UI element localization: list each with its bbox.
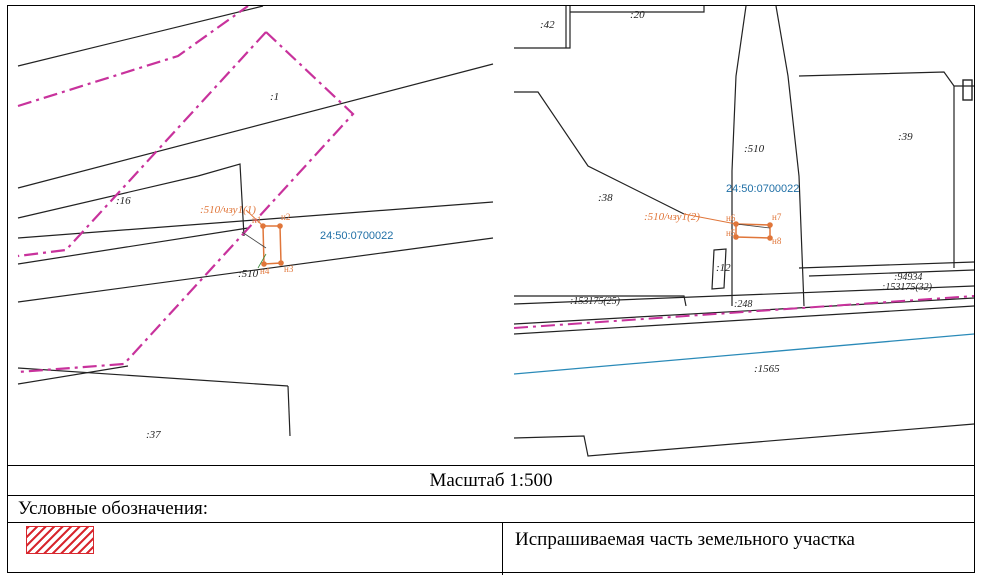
label-quarter: 24:50:0700022 <box>726 183 799 195</box>
label-p94934: :94934 <box>894 272 922 283</box>
legend-row: Испрашиваемая часть земельного участка <box>8 522 974 575</box>
label-p248: :248 <box>734 299 752 310</box>
boundary-dashed <box>514 295 974 329</box>
boundary-dashed <box>17 6 355 374</box>
point-n5 <box>733 234 739 240</box>
label-p1: :1 <box>270 91 279 103</box>
map-left-drawing: :1 :16 :37 :510 :510/чзу1(1) 24:50:07000… <box>17 6 494 441</box>
blue-line <box>514 333 974 375</box>
label-p37: :37 <box>146 429 161 441</box>
scale-text: Масштаб 1:500 <box>429 469 553 491</box>
legend-title-row: Условные обозначения: <box>8 495 974 522</box>
label-zu: :510/чзу1(2) <box>644 211 700 223</box>
point-n8 <box>767 235 773 241</box>
legend-item-text: Испрашиваемая часть земельного участка <box>515 529 855 550</box>
label-p153175-25: :153175(25) <box>570 296 621 307</box>
label-quarter: 24:50:0700022 <box>320 230 393 242</box>
label-p38: :38 <box>598 192 613 204</box>
point-n6 <box>733 221 739 227</box>
map-right: :42 :20 :510 :39 :38 :12 :510/чзу1(2) 24… <box>514 6 974 465</box>
label-n3: н3 <box>284 264 294 274</box>
label-p153175-32: :153175(32) <box>882 282 933 293</box>
label-n5: н5 <box>726 228 736 238</box>
map-left: :1 :16 :37 :510 :510/чзу1(1) 24:50:07000… <box>8 6 498 465</box>
label-p39: :39 <box>898 131 913 143</box>
legend-symbol-cell <box>8 523 503 575</box>
label-n4: н4 <box>260 266 270 276</box>
red-hatch-swatch <box>26 526 94 554</box>
point-n1 <box>260 223 266 229</box>
label-p1565: :1565 <box>754 363 780 375</box>
legend-title: Условные обозначения: <box>18 498 209 519</box>
label-p510: :510 <box>744 143 765 155</box>
label-n2: н2 <box>281 212 290 222</box>
zu-polygon <box>241 209 284 269</box>
parcel-lines <box>17 6 494 437</box>
label-p510: :510 <box>238 268 259 280</box>
label-n6: н6 <box>726 213 736 223</box>
label-n7: н7 <box>772 212 782 222</box>
parcel-lines <box>514 6 974 457</box>
label-p20: :20 <box>630 9 645 21</box>
label-zu: :510/чзу1(1) <box>200 204 256 216</box>
point-n7 <box>767 222 773 228</box>
zu-polygon <box>683 213 773 241</box>
label-p16: :16 <box>116 195 131 207</box>
label-n1: н1 <box>252 215 261 225</box>
plan-frame: :1 :16 :37 :510 :510/чзу1(1) 24:50:07000… <box>7 5 975 575</box>
scale-row: Масштаб 1:500 <box>8 465 974 495</box>
point-n3 <box>278 260 284 266</box>
point-n2 <box>277 223 283 229</box>
map-right-drawing: :42 :20 :510 :39 :38 :12 :510/чзу1(2) 24… <box>514 6 974 457</box>
label-p12: :12 <box>716 262 731 274</box>
point-n4 <box>261 261 267 267</box>
label-n8: н8 <box>772 236 782 246</box>
label-p42: :42 <box>540 19 555 31</box>
